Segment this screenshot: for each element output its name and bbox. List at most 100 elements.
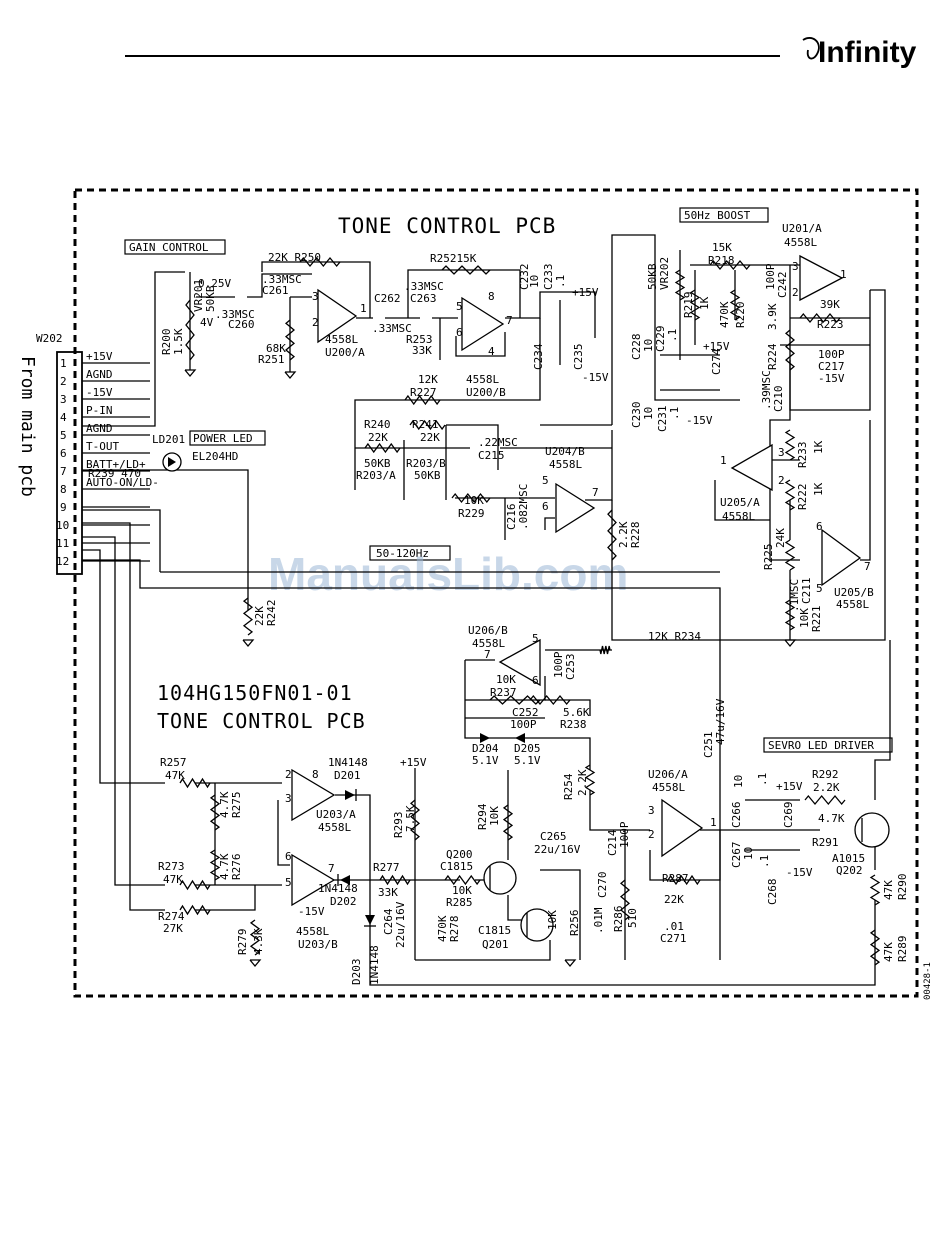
brand-swoosh-icon <box>802 37 820 60</box>
resistor-symbol <box>502 804 514 841</box>
component-label-c210-val: .39MSC <box>760 370 773 410</box>
resistor-symbol <box>409 799 421 841</box>
component-label-p15v-a: +15V <box>572 286 599 299</box>
opamp-pin-number: 7 <box>506 314 513 327</box>
component-label-c242-val: 100P <box>764 263 777 290</box>
component-label-r290: R290 <box>896 874 909 901</box>
component-label-c216-val: .082MSC <box>517 484 530 530</box>
resistor-symbol <box>599 645 611 655</box>
component-label-q201-type: C1815 <box>478 924 511 937</box>
component-label-d205: D205 <box>514 742 541 755</box>
component-label-r275-val: 4.7K <box>218 791 231 818</box>
component-label-r238: R238 <box>560 718 587 731</box>
connector-pin-number: 2 <box>60 375 67 388</box>
component-label-r237: R237 <box>490 686 517 699</box>
brand-logo: Infinity <box>802 36 917 69</box>
component-label-r238-val: 5.6K <box>563 706 590 719</box>
opamp-u205a <box>730 443 773 492</box>
component-label-r292-val: 2.2K <box>813 781 840 794</box>
component-label-u205a-type: 4558L <box>722 510 755 523</box>
opamp-u204b <box>555 482 596 534</box>
component-label-m15v-e: -15V <box>786 866 813 879</box>
resistor-symbol <box>869 874 881 906</box>
component-label-r224-val: 3.9K <box>766 303 779 330</box>
wiring <box>82 234 891 986</box>
component-label-r227-val: 12K <box>418 373 438 386</box>
component-label-c266-val: 10 <box>732 775 745 788</box>
component-label-c211-val: .1MSC <box>788 579 801 612</box>
component-label-r292: R292 <box>812 768 839 781</box>
component-label-d201: D201 <box>334 769 361 782</box>
component-label-d202: D202 <box>330 895 357 908</box>
watermark: ManualsLib.com <box>268 548 628 600</box>
component-label-r250: 22K R250 <box>268 251 321 264</box>
band-box <box>369 545 451 561</box>
board-name: TONE CONTROL PCB <box>157 709 366 733</box>
opamp-pin-number: 2 <box>792 286 799 299</box>
gain-control-label: GAIN CONTROL <box>129 241 209 254</box>
connector-pin-number: 9 <box>60 501 67 514</box>
component-label-r237-val: 10K <box>496 673 516 686</box>
resistor-symbol <box>179 879 211 891</box>
opamp-u203b <box>291 853 336 907</box>
component-label-c268: C268 <box>766 879 779 906</box>
opamp-pin-number: 2 <box>312 316 319 329</box>
opamp-u206b <box>498 638 541 687</box>
component-label-r293: R293 <box>392 812 405 839</box>
component-label-c261: C261 <box>262 284 289 297</box>
component-label-u206a-type: 4558L <box>652 781 685 794</box>
component-label-r277-val: 33K <box>378 886 398 899</box>
board-id: 104HG150FN01-01 <box>157 681 353 705</box>
opamp-pin-number: 8 <box>312 768 319 781</box>
opamp-pin-number: 3 <box>648 804 655 817</box>
component-label-r241: R241 <box>412 418 439 431</box>
component-label-r203a-val: 50KB <box>364 457 391 470</box>
component-label-c266: C266 <box>730 802 743 829</box>
component-label-m15v-a: -15V <box>582 371 609 384</box>
component-label-u204b-type: 4558L <box>549 458 582 471</box>
component-label-ld201: LD201 <box>152 433 185 446</box>
component-label-c233: C233 <box>542 264 555 291</box>
resistor-symbol <box>607 509 617 561</box>
resistor-symbol <box>379 874 411 886</box>
resistor-symbol <box>242 597 254 636</box>
boost-label: 50Hz BOOST <box>684 209 751 222</box>
opamp-pin-number: 1 <box>710 816 717 829</box>
component-label-r218-val: 15K <box>712 241 732 254</box>
resistor-symbol <box>179 777 211 789</box>
component-label-r286: R286 <box>612 906 625 933</box>
component-label-r233-val: 1K <box>812 440 825 454</box>
connector-pin-number: 5 <box>60 429 67 442</box>
component-label-c263-val: .33MSC <box>404 280 444 293</box>
component-label-r256-val: 10K <box>546 910 559 930</box>
diode-d202 <box>337 874 350 886</box>
opamp-pin-number: 1 <box>720 454 727 467</box>
opamp-pin-number: 2 <box>648 828 655 841</box>
component-label-c234: C234 <box>532 343 545 370</box>
component-label-r218: R218 <box>708 254 735 267</box>
component-label-p15v-c: +15V <box>400 756 427 769</box>
connector-pin-number: 10 <box>56 519 69 532</box>
resistor-symbol <box>869 929 881 966</box>
component-label-c267-val: 10 <box>742 847 755 860</box>
component-label-r257-val: 47K <box>165 769 185 782</box>
component-label-d203: D203 <box>350 959 363 986</box>
component-label-r291: R291 <box>812 836 839 849</box>
resistor-symbol <box>284 319 296 361</box>
component-label-r229-val: 10K <box>464 494 484 507</box>
component-label-vr202: VR202 <box>658 257 671 290</box>
component-label-u206a: U206/A <box>648 768 688 781</box>
component-label-q200-type: C1815 <box>440 860 473 873</box>
resistor-symbol <box>729 289 741 321</box>
component-label-r286-val: 510 <box>626 908 639 928</box>
component-label-r285-val: 10K <box>452 884 472 897</box>
resistor-symbol <box>674 269 686 301</box>
component-label-c260-val: .33MSC <box>215 308 255 321</box>
component-label-d205-val: 5.1V <box>514 754 541 767</box>
resistors <box>179 256 881 966</box>
component-label-r227: R227 <box>410 386 437 399</box>
connector-pin-label: P-IN <box>86 404 113 417</box>
component-label-r279-val: 4.3K <box>252 928 265 955</box>
component-label-c265: C265 <box>540 830 567 843</box>
component-label-c228: C228 <box>630 334 643 361</box>
